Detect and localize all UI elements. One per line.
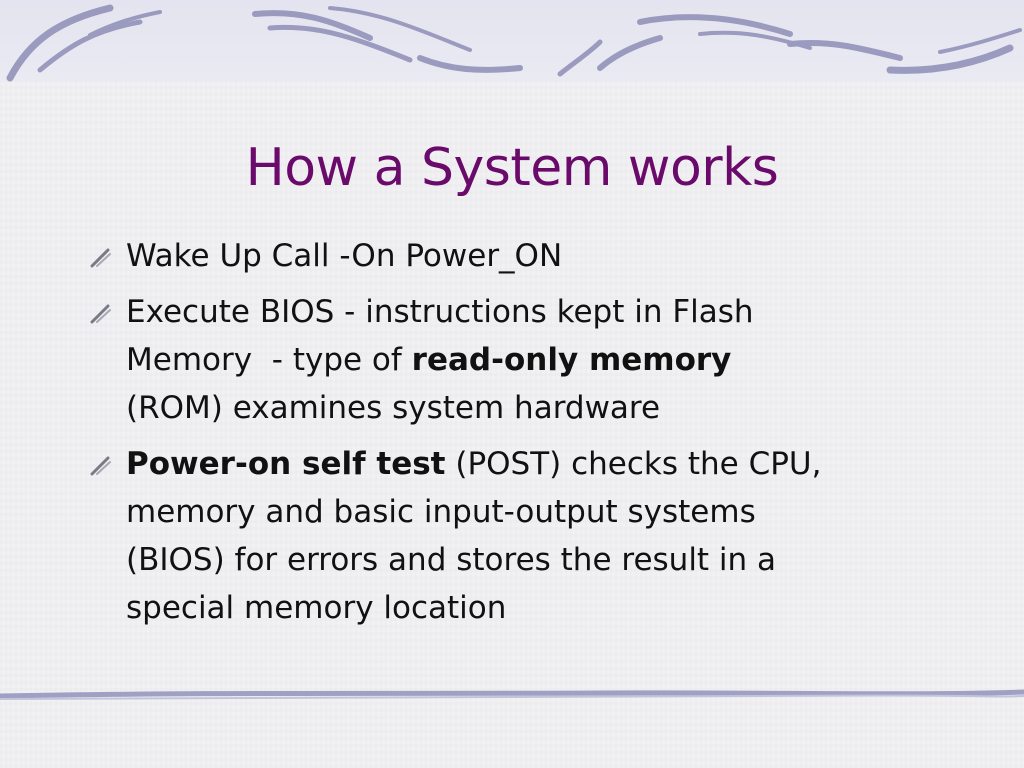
bold-term: read-only memory [411, 342, 732, 378]
decorative-header-band [0, 0, 1024, 82]
pencil-stroke-icon [90, 248, 111, 268]
slide-title: How a System works [245, 138, 779, 198]
bullet-line: (ROM) examines system hardware [126, 390, 661, 426]
pencil-stroke-icon [90, 456, 111, 476]
bullet-line: memory and basic input-output systems [126, 494, 756, 530]
bullet-text: Power-on self test (POST) checks the CPU… [126, 440, 948, 632]
pencil-stroke-icon [90, 304, 111, 324]
bullet-line: (BIOS) for errors and stores the result … [126, 542, 777, 578]
bullet-line: Execute BIOS - instructions kept in Flas… [126, 294, 754, 330]
bullet-item: Power-on self test (POST) checks the CPU… [88, 440, 948, 632]
bullet-item: Wake Up Call -On Power_ON [88, 232, 948, 280]
bullet-text: Execute BIOS - instructions kept in Flas… [126, 288, 948, 432]
bullet-text: Wake Up Call -On Power_ON [126, 238, 563, 274]
footer-divider [0, 689, 1024, 700]
brush-stroke-decoration [6, 4, 1022, 82]
bullet-line: (POST) checks the CPU, [445, 446, 822, 482]
bullet-item: Execute BIOS - instructions kept in Flas… [88, 288, 948, 432]
bullet-line: Memory - type of [126, 342, 412, 378]
bullet-list: Wake Up Call -On Power_ON Execute BIOS -… [88, 232, 948, 640]
bold-term: Power-on self test [126, 446, 446, 482]
bullet-line: special memory location [126, 590, 507, 626]
